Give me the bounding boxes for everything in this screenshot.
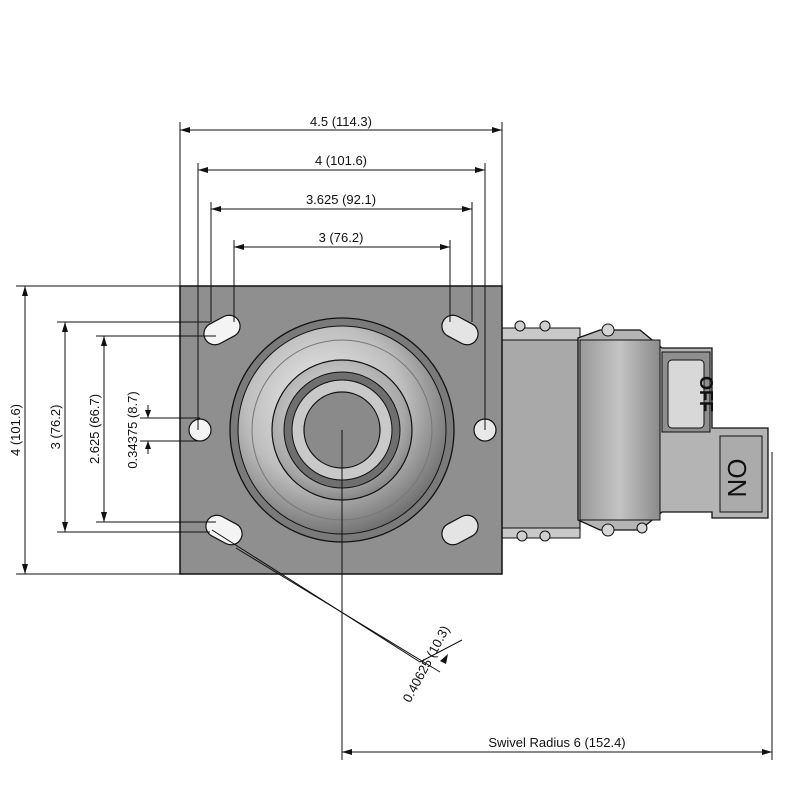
dim-slot-width: 3.625 (92.1) (306, 192, 376, 207)
dim-slot-offset: 0.34375 (8.7) (125, 391, 140, 468)
mounting-slot-top-right (441, 314, 479, 346)
dimension-lines (16, 122, 773, 760)
dimension-arrows (22, 127, 772, 755)
dim-bolt-height-inner: 2.625 (66.7) (87, 394, 102, 464)
brake-mechanism: OFF ON (499, 320, 769, 542)
brake-on-label: ON (722, 459, 752, 498)
bolt-hole-left (188, 418, 212, 442)
dim-hole-diameter: 0.40625 (10.3) (400, 623, 453, 705)
mounting-slot-bottom-left (205, 514, 243, 546)
dim-bolt-height-outer: 3 (76.2) (48, 405, 63, 450)
dim-overall-width: 4.5 (114.3) (310, 114, 372, 129)
mounting-slot-bottom-right (441, 514, 479, 546)
dim-overall-height: 4 (101.6) (8, 404, 23, 456)
dim-bolt-width-outer: 4 (101.6) (315, 153, 367, 168)
dim-bolt-width-inner: 3 (76.2) (319, 230, 364, 245)
brake-off-label: OFF (696, 376, 716, 412)
dim-swivel-radius: Swivel Radius 6 (152.4) (488, 735, 625, 750)
mounting-slot-top-left (203, 314, 241, 346)
